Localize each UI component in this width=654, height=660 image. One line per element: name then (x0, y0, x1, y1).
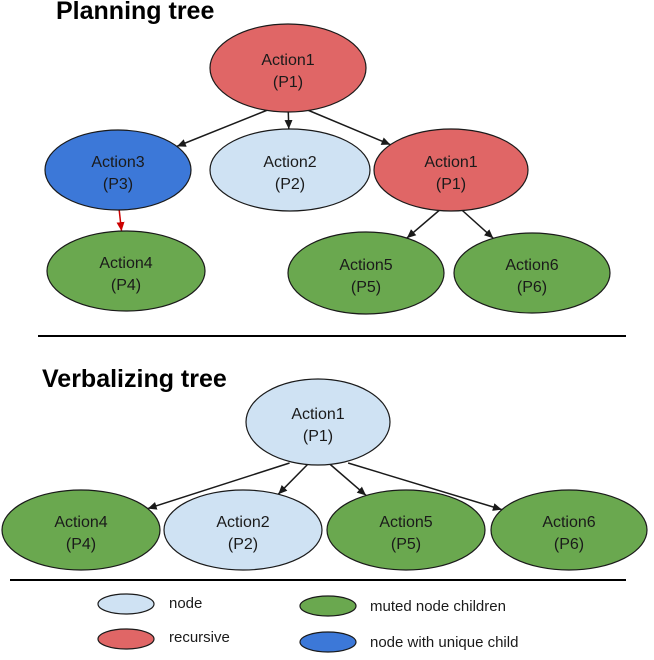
node-sublabel: (P1) (303, 428, 333, 445)
node-label: Action5 (379, 514, 432, 531)
edge-v-root-to-v-a6 (347, 462, 503, 511)
node-ellipse (46, 230, 206, 312)
node-ellipse (287, 231, 445, 315)
node-sublabel: (P4) (66, 536, 96, 553)
node-v-a2: Action2 (P2) (163, 489, 323, 571)
node-v-a6: Action6 (P6) (490, 489, 648, 571)
legend-label: node (169, 595, 202, 612)
legend-label: node with unique child (370, 634, 518, 651)
legend-item-muted: muted node children (299, 595, 506, 617)
node-label: Action4 (54, 514, 107, 531)
legend-label: muted node children (370, 598, 506, 615)
node-p-a2: Action2 (P2) (209, 128, 371, 212)
node-sublabel: (P5) (351, 279, 381, 296)
node-ellipse (1, 489, 161, 571)
node-sublabel: (P6) (517, 279, 547, 296)
node-label: Action6 (542, 514, 595, 531)
edge-v-root-to-v-a2 (277, 462, 310, 495)
edge-p-root-to-p-a2 (284, 109, 293, 130)
node-p-root: Action1 (P1) (209, 23, 367, 113)
node-label: Action5 (339, 257, 392, 274)
node-label: Action4 (99, 255, 152, 272)
edge-p-a3-to-p-a4 (116, 207, 125, 232)
planning-tree-title: Planning tree (56, 0, 215, 25)
legend-swatch (97, 628, 155, 650)
edge-v-root-to-v-a5 (328, 462, 367, 497)
edge-p-root-to-p-a3 (176, 109, 268, 148)
node-label: Action1 (261, 52, 314, 69)
node-v-root: Action1 (P1) (245, 378, 391, 466)
node-v-a5: Action5 (P5) (326, 489, 486, 571)
edge-p-a1b-to-p-a6 (460, 208, 494, 239)
node-sublabel: (P2) (228, 536, 258, 553)
node-ellipse (209, 23, 367, 113)
node-sublabel: (P1) (436, 176, 466, 193)
node-label: Action6 (505, 257, 558, 274)
node-ellipse (326, 489, 486, 571)
node-ellipse (209, 128, 371, 212)
edge-v-root-to-v-a4 (147, 462, 290, 510)
node-label: Action2 (216, 514, 269, 531)
node-label: Action1 (291, 406, 344, 423)
edge-p-a1b-to-p-a5 (406, 208, 442, 239)
node-ellipse (453, 232, 611, 314)
node-sublabel: (P5) (391, 536, 421, 553)
legend-item-recursive: recursive (97, 628, 230, 650)
node-label: Action3 (91, 154, 144, 171)
legend-swatch (97, 593, 155, 615)
legend-swatch (299, 631, 357, 653)
node-v-a4: Action4 (P4) (1, 489, 161, 571)
edge-p-root-to-p-a1b (307, 109, 391, 146)
node-p-a1b: Action1 (P1) (373, 128, 529, 212)
node-ellipse (245, 378, 391, 466)
node-sublabel: (P6) (554, 536, 584, 553)
node-ellipse (44, 129, 192, 211)
node-p-a3: Action3 (P3) (44, 129, 192, 211)
node-ellipse (373, 128, 529, 212)
node-ellipse (490, 489, 648, 571)
node-label: Action1 (424, 154, 477, 171)
node-label: Action2 (263, 154, 316, 171)
node-sublabel: (P2) (275, 176, 305, 193)
legend-item-unique: node with unique child (299, 631, 518, 653)
legend-label: recursive (169, 629, 230, 646)
node-p-a6: Action6 (P6) (453, 232, 611, 314)
node-ellipse (163, 489, 323, 571)
node-sublabel: (P3) (103, 176, 133, 193)
legend-item-node: node (97, 593, 202, 615)
verbalizing-tree-title: Verbalizing tree (42, 365, 227, 393)
node-sublabel: (P4) (111, 277, 141, 294)
node-p-a5: Action5 (P5) (287, 231, 445, 315)
legend-swatch (299, 595, 357, 617)
node-p-a4: Action4 (P4) (46, 230, 206, 312)
node-sublabel: (P1) (273, 74, 303, 91)
